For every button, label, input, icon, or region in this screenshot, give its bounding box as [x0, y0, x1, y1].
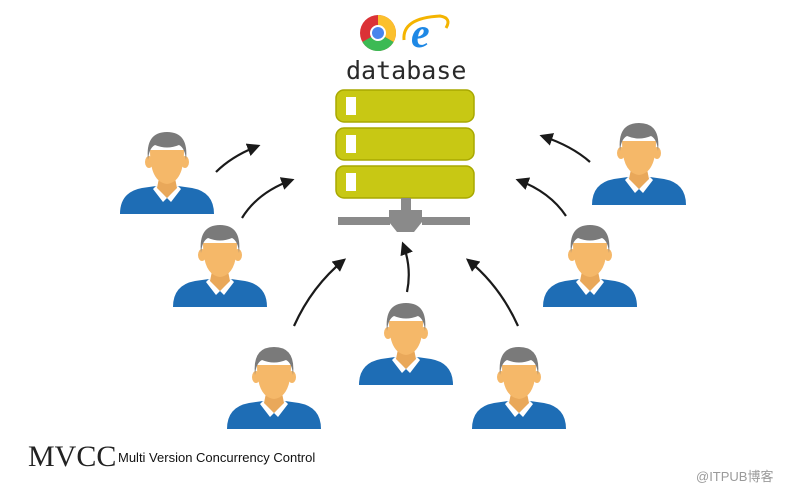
user-icon [120, 132, 214, 214]
user-icon [173, 225, 267, 307]
arrow [400, 241, 413, 293]
database-server-icon [335, 89, 475, 232]
arrow [539, 133, 591, 163]
arrow [515, 177, 567, 217]
arrow [465, 258, 520, 327]
user-icon [592, 123, 686, 205]
internet-explorer-icon: e [402, 11, 450, 57]
chrome-browser-icon [360, 14, 397, 52]
request-arrows [215, 133, 591, 327]
arrow [215, 143, 261, 173]
user-icon [359, 303, 453, 385]
user-icon [472, 347, 566, 429]
caption-title: MVCC [28, 440, 117, 473]
arrow [292, 258, 347, 327]
user-icon [543, 225, 637, 307]
watermark: @ITPUB博客 [696, 469, 774, 484]
user-icon [227, 347, 321, 429]
caption-subtitle: Multi Version Concurrency Control [118, 450, 316, 465]
arrow [241, 177, 295, 219]
database-label: database [346, 56, 467, 85]
